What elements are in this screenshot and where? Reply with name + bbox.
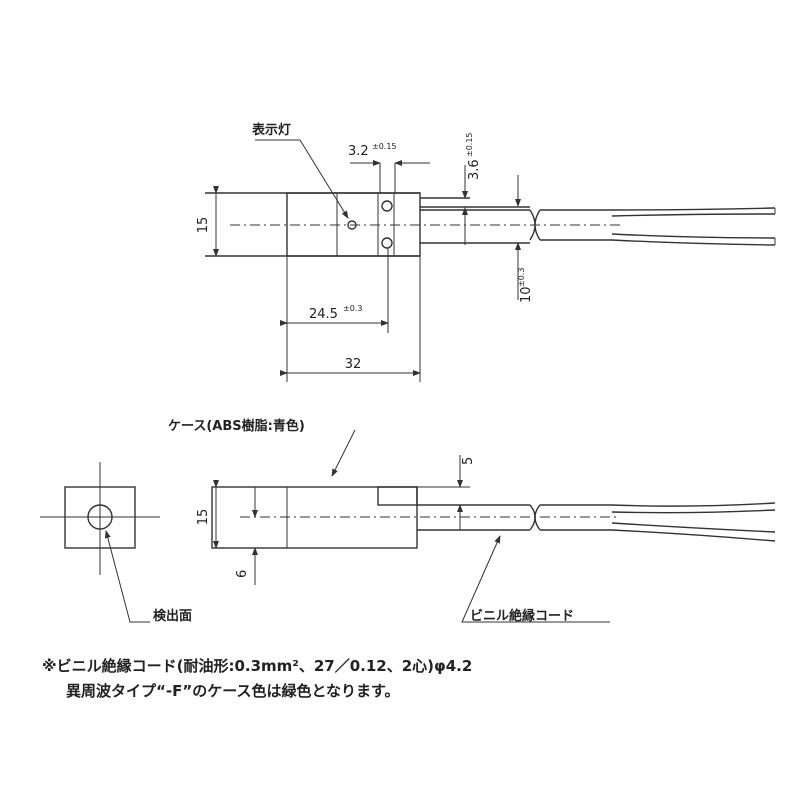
note-case-color: 異周波タイプ“-F”のケース色は緑色となります。: [66, 682, 400, 700]
dim-24-5: 24.5: [309, 307, 338, 322]
dim-15-side: 15: [196, 509, 211, 526]
top-view: 表示灯 15 3.2 ±0.15 3.6 ±0.15 10 ±0.3 24.5 …: [196, 122, 776, 382]
side-view: ケース(ABS樹脂:青色) 15 5 6 ビニル絶縁コード: [168, 418, 776, 624]
dim-24-5-tol: ±0.3: [343, 304, 362, 313]
note-cord-spec: ※ビニル絶縁コード(耐油形:0.3mm²、27／0.12、2心)φ4.2: [42, 657, 473, 675]
dim-3-6-tol: ±0.15: [465, 132, 474, 157]
indicator-label: 表示灯: [251, 122, 291, 138]
pin: [381, 237, 393, 249]
detection-face-circle: [87, 504, 113, 530]
dim-32: 32: [345, 357, 362, 372]
dim-15-top: 15: [196, 217, 211, 234]
dim-3-2: 3.2: [348, 144, 369, 159]
pin: [381, 200, 393, 212]
case-label: ケース(ABS樹脂:青色): [168, 418, 305, 434]
dim-10: 10: [519, 286, 534, 303]
dim-3-2-tol: ±0.15: [372, 142, 397, 151]
dim-10-tol: ±0.3: [517, 268, 526, 287]
dim-5: 5: [461, 457, 476, 465]
vinyl-cord-label: ビニル絶縁コード: [470, 608, 574, 624]
front-view: 検出面: [40, 462, 192, 624]
dim-6: 6: [235, 570, 250, 578]
dim-3-6: 3.6: [467, 159, 482, 180]
detect-face-label: 検出面: [153, 608, 192, 624]
